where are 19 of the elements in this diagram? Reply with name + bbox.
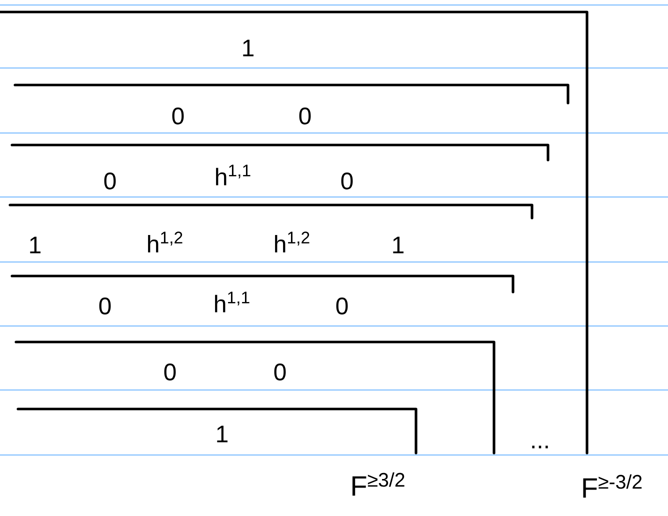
hodge-number: 0 xyxy=(341,172,353,190)
hodge-number: h$^{1,1}$ xyxy=(216,164,250,186)
hodge-number: 0 xyxy=(164,364,176,380)
hodge-number: h$^{1,2}$ xyxy=(275,232,310,252)
ellipsis: ... xyxy=(532,446,548,448)
hodge-number: 0 xyxy=(274,364,286,380)
hodge-number: 0 xyxy=(299,108,311,124)
filtration-label: F$^{≥3/2}$ xyxy=(352,472,404,496)
hodge-number: h$^{1,2}$ xyxy=(148,232,182,252)
hodge-number: 1 xyxy=(243,40,254,56)
hodge-number: 1 xyxy=(393,236,404,254)
hodge-number: 0 xyxy=(336,298,348,314)
hodge-number: h$^{1,1}$ xyxy=(215,292,250,312)
hodge-number: 0 xyxy=(99,298,111,314)
hodge-number: 0 xyxy=(172,108,184,124)
hodge-number: 1 xyxy=(217,426,228,442)
hodge-number: 1 xyxy=(30,236,40,254)
filtration-label: F$^{≥-3/2}$ xyxy=(583,474,642,498)
hodge-number: 0 xyxy=(104,172,116,190)
